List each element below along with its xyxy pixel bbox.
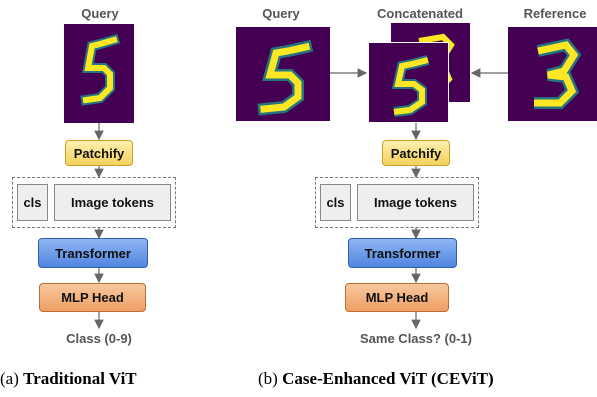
left-patchify-box: Patchify (65, 140, 133, 166)
left-cls-token: cls (17, 184, 48, 221)
right-patchify-box: Patchify (382, 140, 450, 166)
right-image-tokens: Image tokens (357, 184, 474, 221)
concatenated-label: Concatenated (377, 6, 463, 21)
left-output-label: Class (0-9) (66, 331, 132, 346)
right-caption: (b) Case-Enhanced ViT (CEViT) (258, 369, 494, 389)
right-mlp-head-box: MLP Head (345, 283, 449, 312)
right-caption-prefix: (b) (258, 369, 278, 388)
left-query-digit-five-image (64, 24, 134, 123)
left-image-tokens: Image tokens (54, 184, 171, 221)
reference-digit-three-image (508, 27, 597, 121)
left-caption-title: Traditional ViT (23, 369, 137, 388)
left-transformer-box: Transformer (38, 238, 148, 268)
left-query-label: Query (81, 6, 119, 21)
right-query-digit-five-image (236, 27, 330, 121)
right-token-group (315, 177, 479, 228)
reference-label: Reference (523, 6, 587, 21)
left-mlp-head-box: MLP Head (39, 283, 146, 312)
concatenated-front-digit-five-image (368, 42, 449, 123)
right-cls-token: cls (320, 184, 351, 221)
right-transformer-box: Transformer (348, 238, 457, 268)
right-query-label: Query (262, 6, 300, 21)
left-caption: (a) Traditional ViT (0, 369, 137, 389)
left-token-group (12, 177, 176, 228)
left-caption-prefix: (a) (0, 369, 19, 388)
right-output-label: Same Class? (0-1) (360, 331, 472, 346)
right-caption-title: Case-Enhanced ViT (CEViT) (282, 369, 494, 388)
